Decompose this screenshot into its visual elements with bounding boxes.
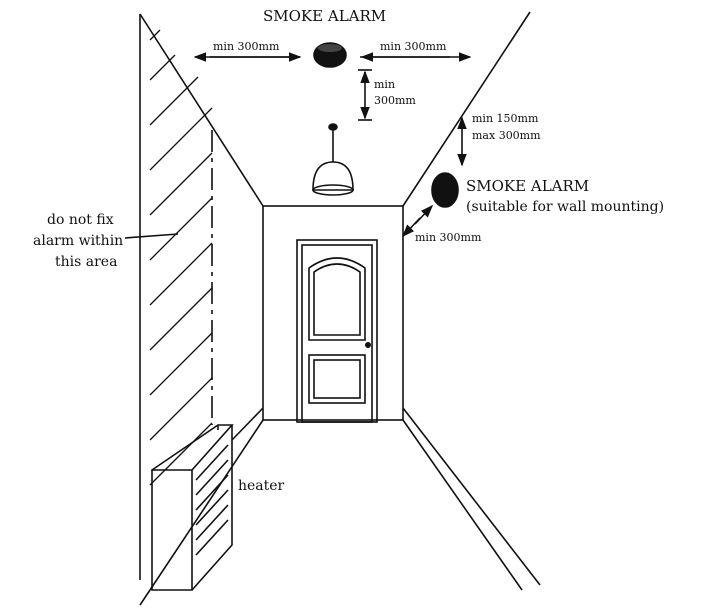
wall-corner-arrow-head <box>414 204 434 225</box>
door <box>296 239 378 423</box>
wall-ceiling-min-label: min 150mm <box>472 112 539 125</box>
pendant-lamp-icon <box>312 123 354 196</box>
ceiling-left-distance-label: min 300mm <box>213 40 280 53</box>
ceiling-alarm-label: SMOKE ALARM <box>263 7 387 25</box>
wall-ceiling-max-label: max 300mm <box>472 129 541 142</box>
no-fix-label-1: do not fix <box>47 212 114 228</box>
heater-icon <box>151 424 234 591</box>
back-wall <box>262 205 404 421</box>
ceiling-right-distance-label: min 300mm <box>380 40 447 53</box>
no-fix-label-2: alarm within <box>33 233 124 249</box>
wall-smoke-alarm-icon <box>431 172 459 208</box>
wall-alarm-note: (suitable for wall mounting) <box>466 199 665 215</box>
lamp-distance-label-2: 300mm <box>374 94 416 107</box>
floor-lines <box>139 407 541 606</box>
lamp-distance-label-1: min <box>374 78 396 91</box>
no-fix-label-3: this area <box>55 254 118 270</box>
lamp-distance-arrow <box>358 69 372 121</box>
heater-label: heater <box>238 478 285 494</box>
ceiling-left-edge <box>139 13 264 207</box>
ceiling-smoke-alarm-icon <box>313 42 347 68</box>
no-fix-zone-hatching <box>149 29 213 486</box>
wall-alarm-label: SMOKE ALARM <box>466 177 590 195</box>
ceiling-right-edge <box>402 11 531 207</box>
wall-corner-distance-label: min 300mm <box>415 231 482 244</box>
no-fix-pointer <box>124 233 179 239</box>
